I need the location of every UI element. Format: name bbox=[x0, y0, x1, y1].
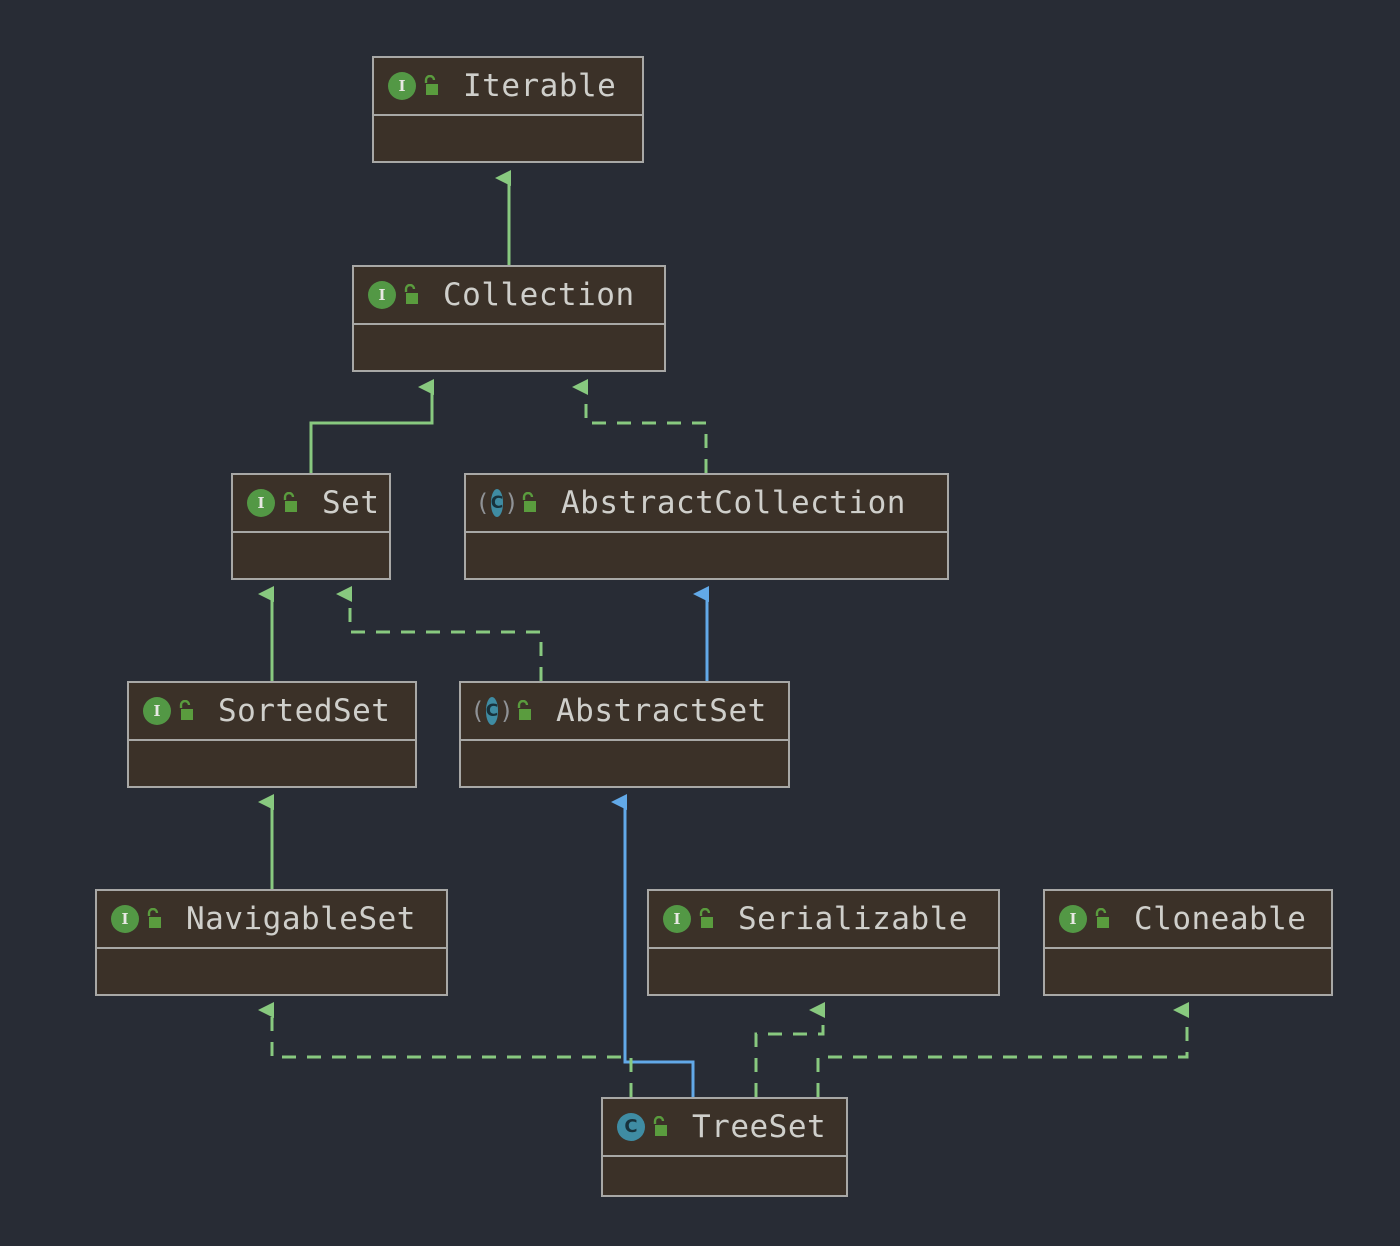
interface-icon: I bbox=[1059, 905, 1087, 933]
node-title: TreeSet bbox=[692, 1108, 827, 1145]
interface-icon: I bbox=[663, 905, 691, 933]
unlocked-public-icon bbox=[146, 907, 165, 930]
node-members-compartment bbox=[233, 533, 389, 578]
edge-abstractset-implements-set bbox=[336, 586, 543, 681]
node-title: AbstractSet bbox=[556, 692, 767, 729]
node-title: Iterable bbox=[463, 67, 617, 104]
uml-node-navigableset[interactable]: I NavigableSet bbox=[95, 889, 448, 996]
uml-node-cloneable[interactable]: I Cloneable bbox=[1043, 889, 1333, 996]
unlocked-public-icon bbox=[423, 74, 442, 97]
node-title: SortedSet bbox=[218, 692, 391, 729]
unlocked-public-icon bbox=[521, 491, 540, 514]
edge-treeset-implements-cloneable bbox=[816, 1002, 1189, 1097]
edge-set-extends-collection bbox=[309, 379, 434, 473]
node-header: (C) AbstractSet bbox=[461, 683, 788, 741]
node-header: I Serializable bbox=[649, 891, 998, 949]
node-members-compartment bbox=[603, 1157, 846, 1195]
node-header: I Set bbox=[233, 475, 389, 533]
unlocked-public-icon bbox=[698, 907, 717, 930]
node-members-compartment bbox=[354, 325, 664, 370]
unlocked-public-icon bbox=[178, 699, 197, 722]
interface-icon: I bbox=[247, 489, 275, 517]
node-members-compartment bbox=[374, 116, 642, 161]
class-icon: C bbox=[617, 1113, 645, 1141]
unlocked-public-icon bbox=[403, 283, 422, 306]
node-header: I NavigableSet bbox=[97, 891, 446, 949]
uml-node-set[interactable]: I Set bbox=[231, 473, 391, 580]
node-members-compartment bbox=[466, 533, 947, 578]
edge-treeset-implements-serializable bbox=[754, 1002, 825, 1097]
uml-node-sortedset[interactable]: I SortedSet bbox=[127, 681, 417, 788]
unlocked-public-icon bbox=[1094, 907, 1113, 930]
node-members-compartment bbox=[1045, 949, 1331, 994]
unlocked-public-icon bbox=[652, 1115, 671, 1138]
node-header: C TreeSet bbox=[603, 1099, 846, 1157]
uml-node-treeset[interactable]: C TreeSet bbox=[601, 1097, 848, 1197]
uml-node-iterable[interactable]: I Iterable bbox=[372, 56, 644, 163]
interface-icon: I bbox=[111, 905, 139, 933]
node-title: Collection bbox=[443, 276, 635, 313]
abstract-class-icon: (C) bbox=[475, 489, 519, 517]
uml-node-collection[interactable]: I Collection bbox=[352, 265, 666, 372]
unlocked-public-icon bbox=[516, 699, 535, 722]
node-title: Cloneable bbox=[1134, 900, 1307, 937]
uml-node-abstractset[interactable]: (C) AbstractSet bbox=[459, 681, 790, 788]
node-header: I SortedSet bbox=[129, 683, 415, 741]
node-title: NavigableSet bbox=[186, 900, 416, 937]
abstract-class-icon: (C) bbox=[470, 697, 514, 725]
unlocked-public-icon bbox=[282, 491, 301, 514]
node-members-compartment bbox=[129, 741, 415, 786]
uml-node-serializable[interactable]: I Serializable bbox=[647, 889, 1000, 996]
node-title: Serializable bbox=[738, 900, 968, 937]
node-header: I Collection bbox=[354, 267, 664, 325]
interface-icon: I bbox=[143, 697, 171, 725]
node-members-compartment bbox=[649, 949, 998, 994]
node-header: I Iterable bbox=[374, 58, 642, 116]
node-title: AbstractCollection bbox=[561, 484, 906, 521]
interface-icon: I bbox=[368, 281, 396, 309]
uml-node-abstractcollection[interactable]: (C) AbstractCollection bbox=[464, 473, 949, 580]
node-members-compartment bbox=[461, 741, 788, 786]
node-header: I Cloneable bbox=[1045, 891, 1331, 949]
edge-treeset-implements-navigableset bbox=[258, 1002, 633, 1097]
edge-abstractcollection-implements-collection bbox=[572, 379, 708, 473]
node-title: Set bbox=[322, 484, 380, 521]
node-header: (C) AbstractCollection bbox=[466, 475, 947, 533]
node-members-compartment bbox=[97, 949, 446, 994]
interface-icon: I bbox=[388, 72, 416, 100]
